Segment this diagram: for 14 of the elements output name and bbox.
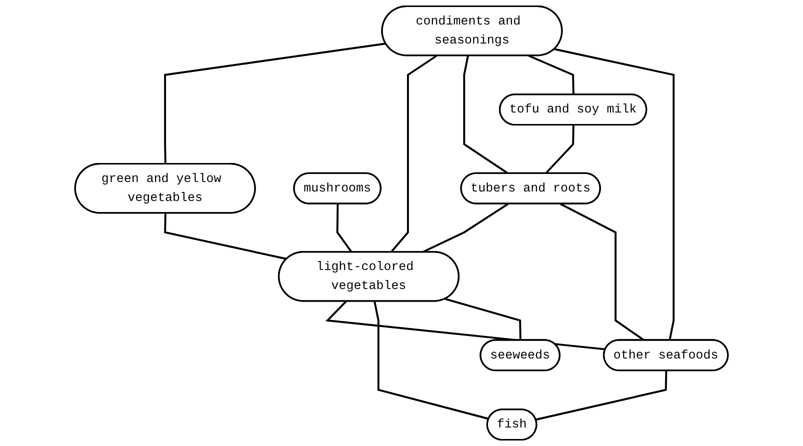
connector	[536, 370, 668, 421]
connector	[463, 56, 509, 174]
connector	[374, 301, 490, 420]
connector	[544, 125, 574, 174]
connector	[444, 298, 522, 340]
connector	[560, 203, 645, 342]
connector	[390, 54, 438, 253]
connector	[325, 300, 606, 350]
connector	[554, 48, 675, 341]
connector	[422, 203, 509, 254]
connector	[164, 213, 288, 260]
connector	[336, 204, 352, 253]
connector	[528, 54, 574, 95]
connector	[164, 42, 386, 164]
